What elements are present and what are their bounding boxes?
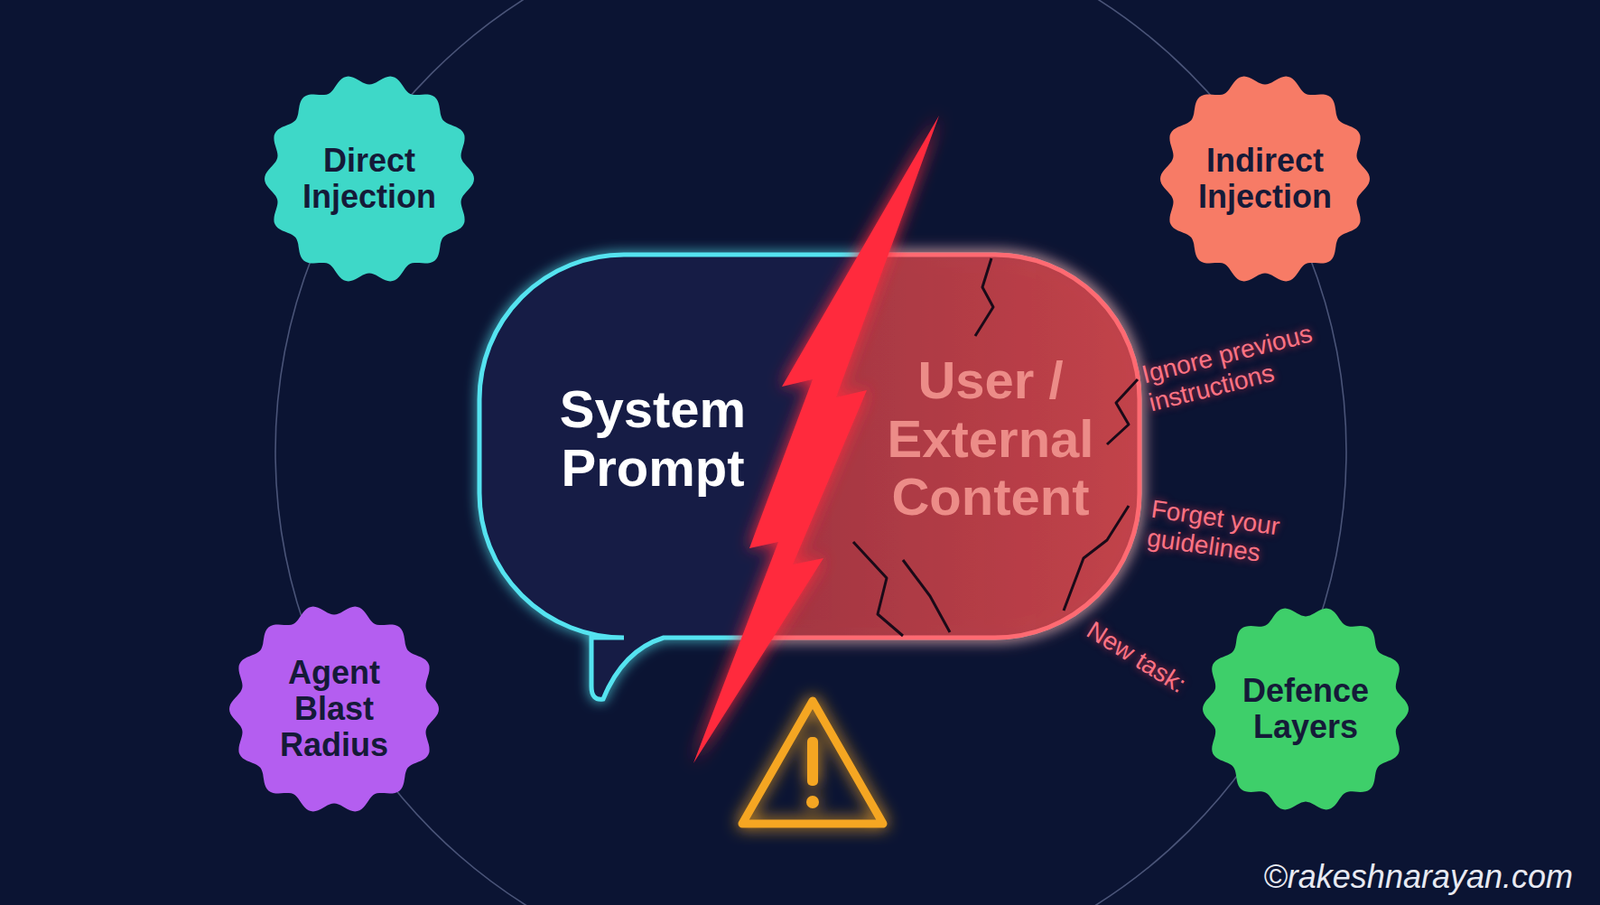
- bubble-label: User / External Content: [855, 351, 1126, 528]
- bubble-label: System Prompt: [530, 380, 775, 498]
- badge-label: Agent Blast Radius: [250, 654, 419, 764]
- badge-label: Defence Layers: [1223, 672, 1388, 746]
- badge-label: Direct Injection: [285, 142, 454, 216]
- warning-icon: [742, 700, 884, 824]
- injection-phrase: Ignore previous instructions: [1138, 312, 1350, 419]
- cracks: [853, 258, 1138, 636]
- threat-badge: Direct Injection: [264, 74, 475, 284]
- injection-phrase: New task:: [1080, 615, 1191, 699]
- impact-badge: Agent Blast Radius: [229, 604, 439, 814]
- injection-phrase: Forget your guidelines: [1144, 494, 1314, 576]
- threat-badge: Indirect Injection: [1160, 74, 1370, 284]
- defence-badge: Defence Layers: [1202, 605, 1409, 812]
- prompt-half: System Prompt: [530, 380, 775, 498]
- badge-label: Indirect Injection: [1181, 142, 1349, 216]
- content-half: User / External Content: [855, 351, 1126, 528]
- watermark: ©rakeshnarayan.com: [1263, 857, 1573, 896]
